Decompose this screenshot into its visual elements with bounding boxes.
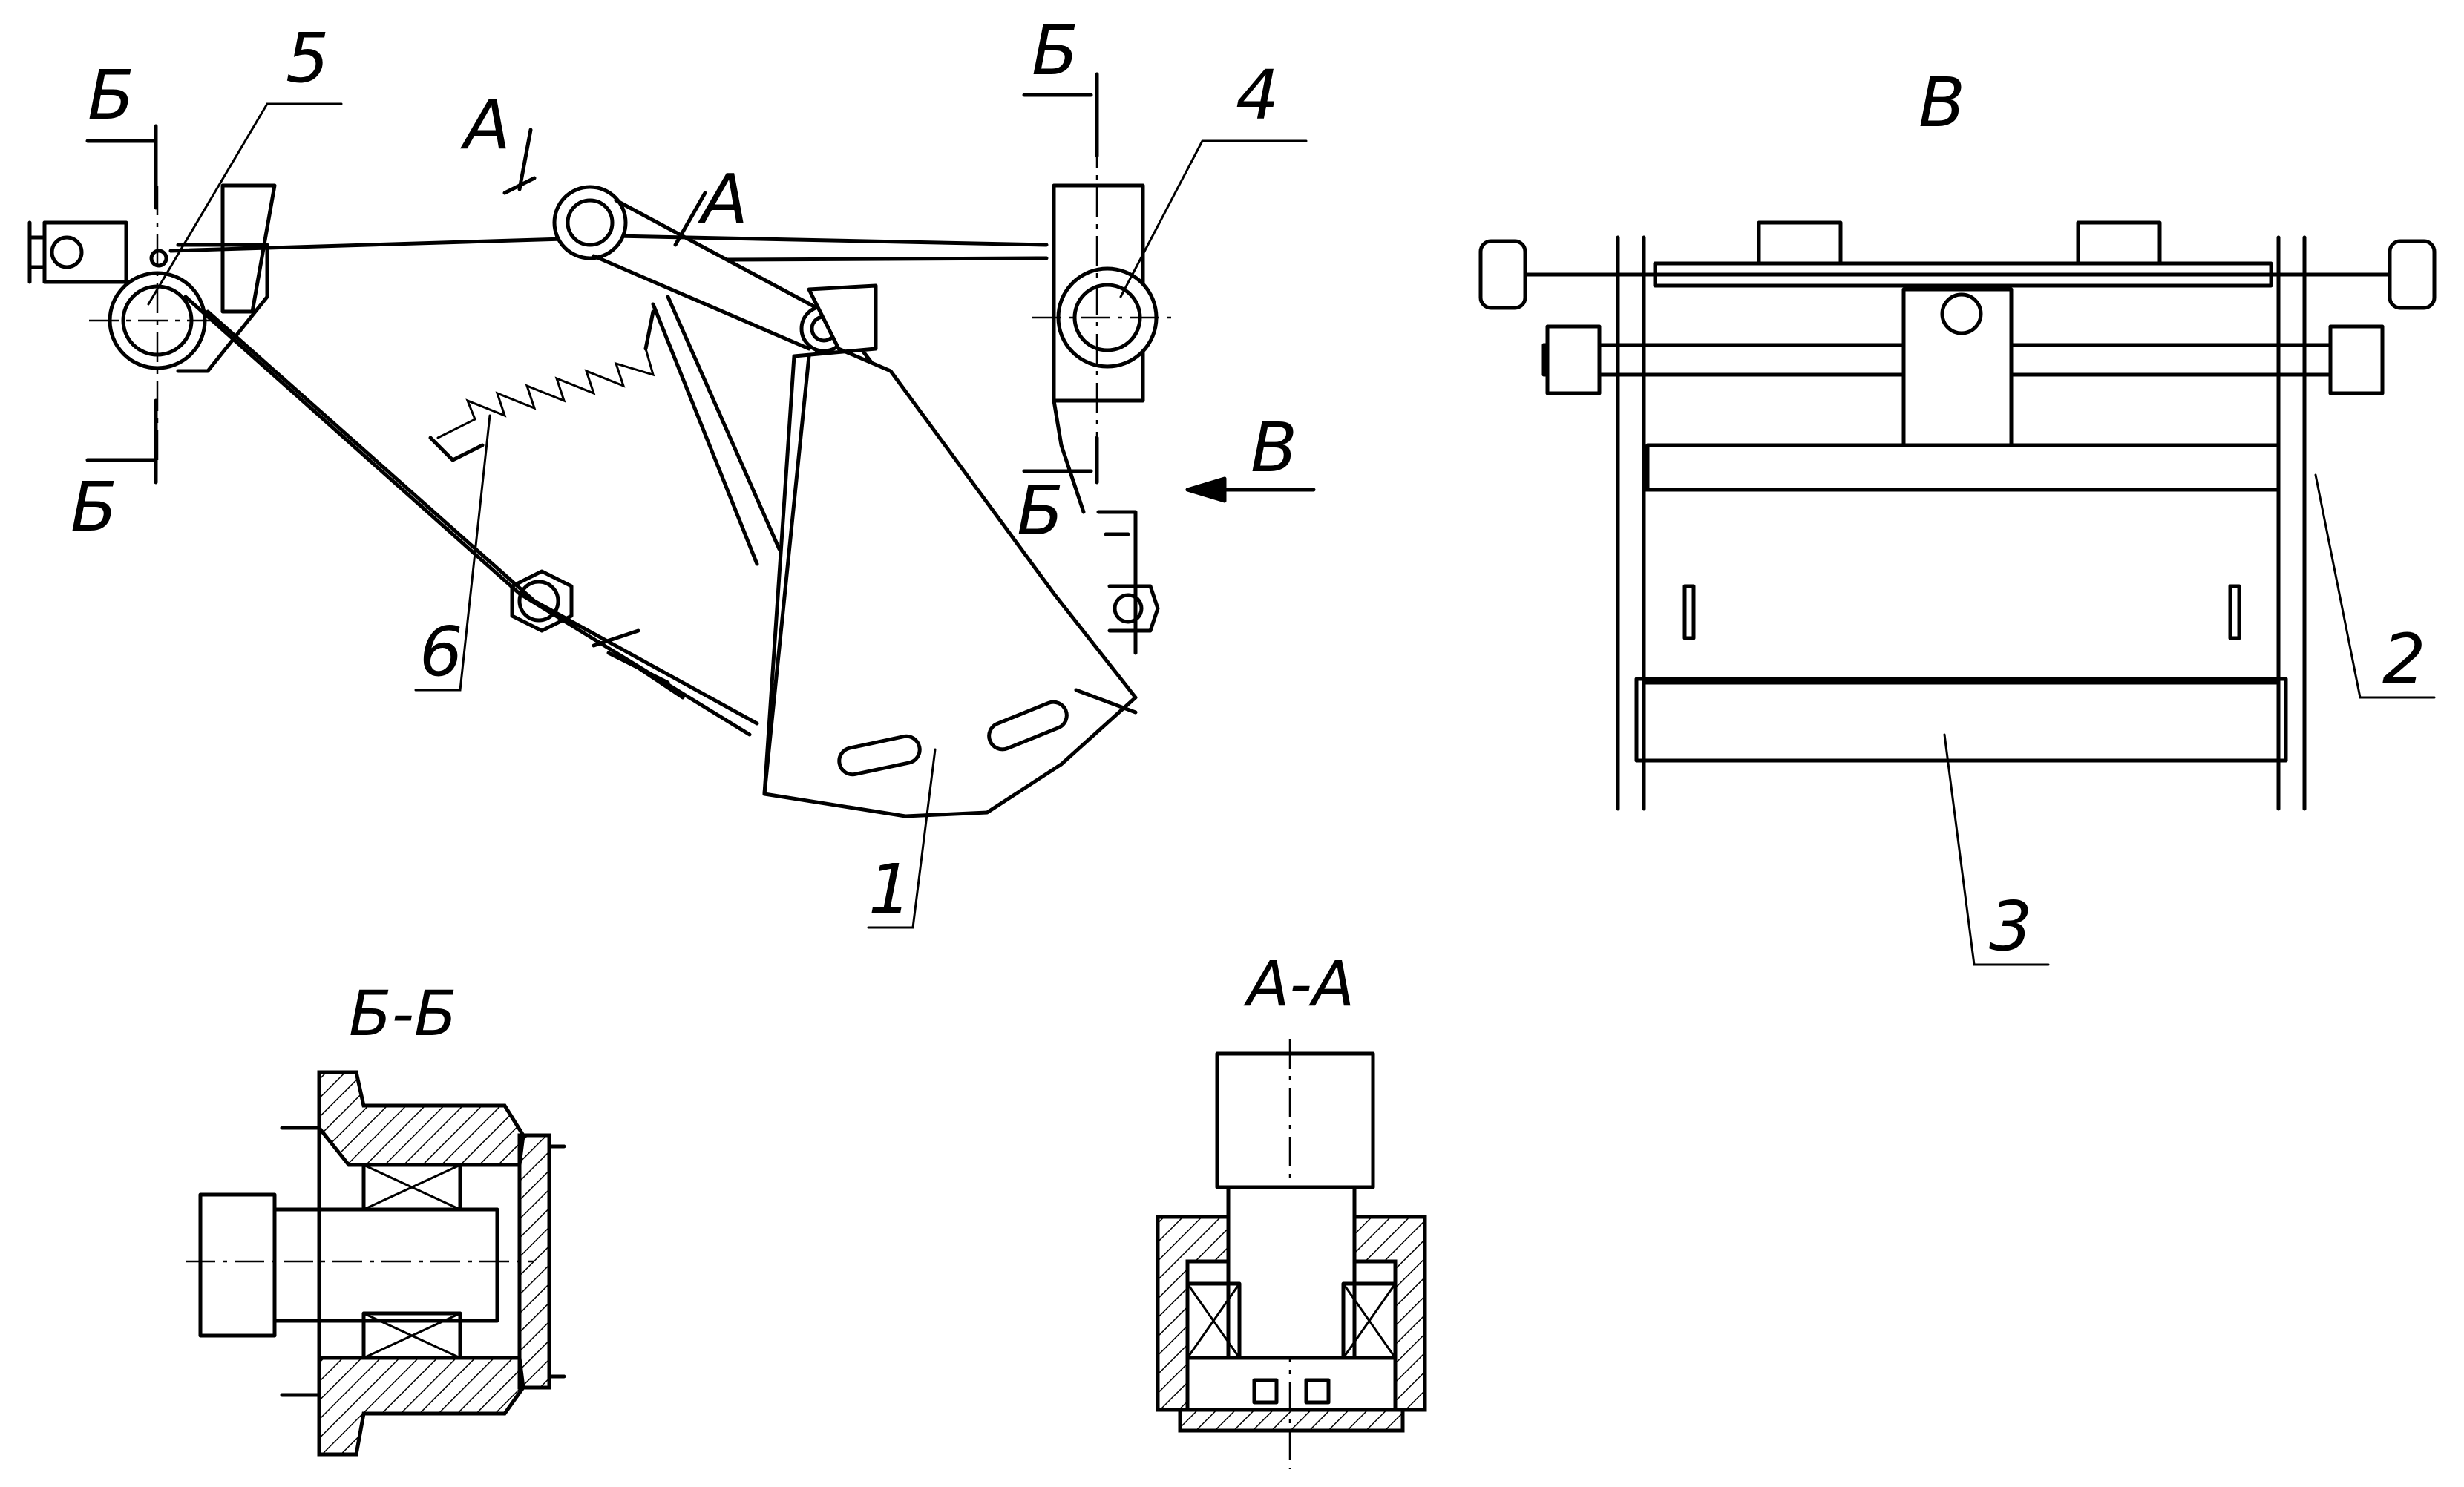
- cut-a-line-2: [673, 191, 707, 247]
- label-cut-a-1: А: [460, 85, 511, 165]
- aa-bearing-right: [1341, 1281, 1398, 1360]
- upper-pivot-a-inner: [566, 198, 615, 247]
- front-left-frame: [1616, 235, 1646, 811]
- bb-bearing-bottom-x: [362, 1312, 462, 1359]
- plate-slot-1: [837, 734, 922, 777]
- upper-pivot-a: [552, 185, 628, 260]
- label-part-4: 4: [1236, 56, 1279, 135]
- right-small-hole: [1113, 593, 1144, 624]
- label-part-1: 1: [868, 850, 912, 929]
- leader-3: [1943, 733, 2050, 966]
- main-plate: [762, 283, 1138, 818]
- aa-bearing-left-x: [1186, 1282, 1241, 1359]
- view-v-title: В: [1919, 63, 1965, 142]
- bb-shaft: [272, 1207, 499, 1323]
- bb-end-cover: [517, 1133, 551, 1390]
- section-aa: А-А: [1156, 948, 1427, 1469]
- bb-shaft-stub: [198, 1192, 277, 1338]
- lower-hole: [517, 580, 560, 623]
- lower-knife-bracket: [592, 628, 685, 700]
- label-part-3: 3: [1989, 887, 2033, 966]
- aa-bearing-right-x: [1342, 1282, 1397, 1359]
- aa-upper-block: [1215, 1051, 1375, 1189]
- leader-6: [414, 414, 491, 692]
- front-shaft-end-right: [2328, 324, 2385, 395]
- cut-b-right-top-line: [1022, 72, 1099, 158]
- aa-bearing-left: [1185, 1281, 1242, 1360]
- link-arm-upper: [592, 198, 826, 351]
- label-cut-b-2: Б: [71, 467, 117, 547]
- front-roller: [1645, 443, 2281, 492]
- left-hinge-clevis: [27, 220, 47, 284]
- label-cut-b-4: Б: [1017, 471, 1064, 551]
- bb-housing-top: [317, 1070, 525, 1167]
- right-small-lug: [1107, 584, 1160, 633]
- front-view-v: В 2 3: [1478, 63, 2437, 966]
- aa-housing-bottom: [1178, 1408, 1405, 1433]
- bb-bearing-top-x: [362, 1163, 462, 1211]
- right-knife-bracket: [1074, 510, 1138, 715]
- cut-b-left-top-line: [85, 124, 158, 210]
- front-wheel-left: [1478, 239, 1527, 310]
- front-top-tube-right: [2076, 220, 2162, 266]
- left-small-hole: [149, 249, 168, 268]
- front-plate: [1642, 488, 2281, 685]
- cut-b-right-bottom-line: [1022, 436, 1099, 485]
- lower-hole-lug: [510, 569, 574, 633]
- aa-shaft: [1226, 1185, 1357, 1360]
- aa-housing-left: [1156, 1215, 1231, 1412]
- bb-cover-bolts: [547, 1144, 566, 1379]
- plate-slot-2: [987, 700, 1069, 752]
- leader-4: [1119, 139, 1308, 298]
- bb-bearing-top: [361, 1163, 462, 1212]
- inner-strut-1: [651, 295, 782, 566]
- section-bb-title: Б-Б: [349, 977, 457, 1050]
- front-knife-bar: [1634, 677, 2288, 763]
- tension-spring: [436, 347, 655, 439]
- left-hinge-bracket: [42, 220, 128, 284]
- front-top-tube-left: [1757, 220, 1843, 266]
- left-feeder-tube: [220, 183, 277, 314]
- label-cut-b-1: Б: [88, 56, 134, 135]
- aa-bottom-nuts: [1252, 1378, 1331, 1405]
- label-part-5: 5: [286, 19, 330, 98]
- section-aa-title: А-А: [1243, 948, 1354, 1020]
- front-slot-left: [1682, 584, 1696, 640]
- label-part-6: 6: [419, 612, 463, 692]
- upper-frame-lower-edge: [725, 256, 1049, 262]
- front-center-clamp: [1901, 287, 2014, 447]
- bb-left-flange: [280, 1126, 321, 1397]
- front-center-bolt: [1940, 292, 1983, 335]
- spring-anchor: [428, 309, 655, 462]
- diagonal-tie-rod: [183, 295, 759, 737]
- main-plate-edge: [762, 354, 811, 796]
- cut-a-line-1: [502, 128, 537, 195]
- front-wheel-right: [2388, 239, 2437, 310]
- label-part-2: 2: [2382, 620, 2426, 699]
- bb-bearing-bottom: [361, 1311, 462, 1360]
- leader-1: [867, 748, 937, 929]
- bb-housing-bottom: [317, 1356, 525, 1457]
- leader-2: [2314, 473, 2436, 699]
- front-slot-right: [2228, 584, 2241, 640]
- side-view: 5 4 6 1 Б Б Б Б А А В: [27, 11, 1316, 929]
- left-hinge-pin: [50, 235, 84, 269]
- left-bracket-plate: [176, 243, 269, 373]
- leader-5: [147, 102, 343, 306]
- right-support-leg: [1052, 398, 1086, 514]
- label-view-v: В: [1251, 408, 1297, 488]
- view-v-arrowhead: [1185, 476, 1227, 503]
- cut-b-left-bottom-line: [85, 398, 158, 485]
- front-right-frame: [2276, 235, 2307, 811]
- front-shaft-end-left: [1545, 324, 1602, 395]
- label-cut-b-3: Б: [1032, 11, 1078, 91]
- section-bb: Б-Б: [186, 977, 566, 1457]
- label-cut-a-2: А: [698, 160, 748, 239]
